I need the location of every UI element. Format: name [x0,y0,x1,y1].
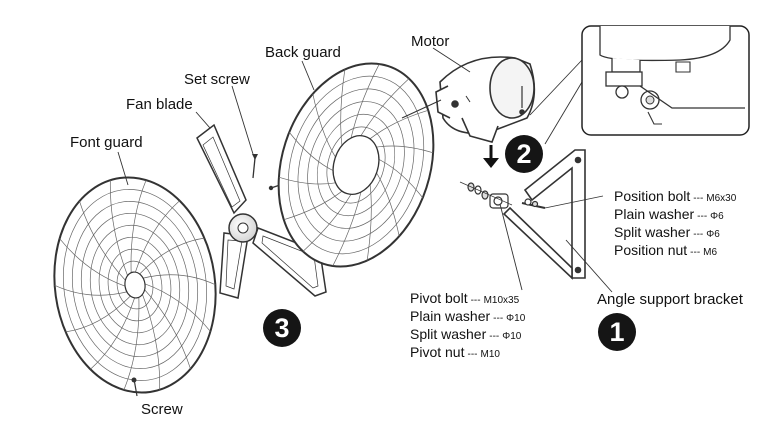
motor [401,56,536,143]
spec-name: Plain washer [614,206,695,222]
guard-wire-spoke [144,289,191,369]
back-guard [277,62,435,268]
guard-wire-spoke [144,283,211,332]
detail-inset [581,25,750,136]
guard-wire-spoke [340,69,346,148]
guard-wire-ring [107,248,163,322]
spec-dash: --- [697,211,708,222]
spec-dash: --- [693,193,704,204]
guard-wire-spoke [278,176,337,185]
guard-wire-ring [307,101,405,229]
guard-wire-spoke [302,193,352,252]
spec-name: Plain washer [410,308,491,324]
spec-size: M10 [480,349,500,360]
spec-size: Φ10 [506,313,526,324]
screw-part [131,377,138,397]
front-guard [53,176,217,394]
pivot-hardware [459,181,513,209]
step-3-badge: 3 [263,309,301,347]
position-plain-washer-spec: Plain washer---Φ6 [614,206,724,225]
guard-wire-spoke [283,190,344,221]
guard-wire-ring [116,260,154,310]
spec-dash: --- [489,331,500,342]
down-arrow-icon [483,145,499,168]
guard-wire-spoke [59,238,126,287]
spec-size: Φ6 [710,211,724,222]
guard-wire-ring [80,212,190,358]
spec-dash: --- [467,349,478,360]
spec-name: Split washer [614,224,691,240]
motor-label: Motor [411,33,450,50]
pivot-bolt-spec: Pivot bolt---M10x35 [410,290,519,309]
spec-size: M10x35 [483,295,520,306]
angle-support-bracket [502,149,586,280]
guard-wire-spoke [368,109,429,140]
guard-wire-spoke [288,132,335,172]
guard-wire-spoke [312,93,337,159]
fan-blade-label: Fan blade [126,96,193,113]
guard-wire-spoke [90,297,136,370]
guard-wire-spoke [142,294,160,390]
spec-dash: --- [493,313,504,324]
position-split-washer-spec: Split washer---Φ6 [614,224,720,243]
angle-support-bracket-label: Angle support bracket [597,291,743,308]
guard-wire-spoke [377,158,424,198]
set-screw-part [252,154,258,179]
spec-name: Position bolt [614,188,691,204]
screw-label: Screw [141,401,183,418]
guard-wire-spoke [134,200,180,273]
guard-wire-spoke [130,180,147,273]
guard-wire-ring [98,236,172,334]
guard-wire-spoke [110,180,128,276]
guard-wire-spoke [142,274,216,286]
fan-blade [196,123,327,299]
front-guard-label: Font guard [70,134,143,151]
pivot-plain-washer-spec: Plain washer---Φ10 [410,308,525,327]
guard-wire-ring [89,224,181,346]
spec-size: Φ10 [502,331,522,342]
guard-wire-spoke [54,284,128,296]
guard-wire-ring [71,201,199,369]
pivot-split-washer-spec: Split washer---Φ10 [410,326,521,345]
spec-dash: --- [693,229,704,240]
step-1-badge: 1 [598,313,636,351]
spec-name: Pivot nut [410,344,465,360]
guard-wire-ring [316,113,396,217]
guard-wire-spoke [332,190,362,267]
back-guard-label: Back guard [265,44,341,61]
guard-wire-spoke [375,145,434,154]
spec-name: Position nut [614,242,688,258]
guard-wire-spoke [350,63,380,140]
spec-dash: --- [470,295,481,306]
spec-name: Split washer [410,326,487,342]
guard-wire-ring [287,75,425,255]
leader-lines [117,47,613,293]
guard-wire-spoke [366,182,372,261]
step-2-badge: 2 [505,135,543,173]
spec-name: Pivot bolt [410,290,468,306]
spec-size: M6 [703,247,718,258]
position-bolt-spec: Position bolt---M6x30 [614,188,736,207]
guard-wire-spoke [79,201,126,281]
position-nut-spec: Position nut---M6 [614,242,717,261]
guard-wire-ring [62,189,208,381]
position-hardware [521,195,604,209]
spec-dash: --- [690,247,701,258]
guard-wire-spoke [360,78,410,137]
guard-wire-spoke [123,297,140,390]
pivot-nut-spec: Pivot nut---M10 [410,344,500,363]
guard-wire-spoke [375,171,400,237]
spec-size: Φ6 [706,229,720,240]
set-screw-label: Set screw [184,71,250,88]
guard-wire-spoke [65,295,131,333]
spec-size: M6x30 [706,193,737,204]
guard-wire-ring [326,126,386,204]
guard-wire-spoke [139,237,205,275]
